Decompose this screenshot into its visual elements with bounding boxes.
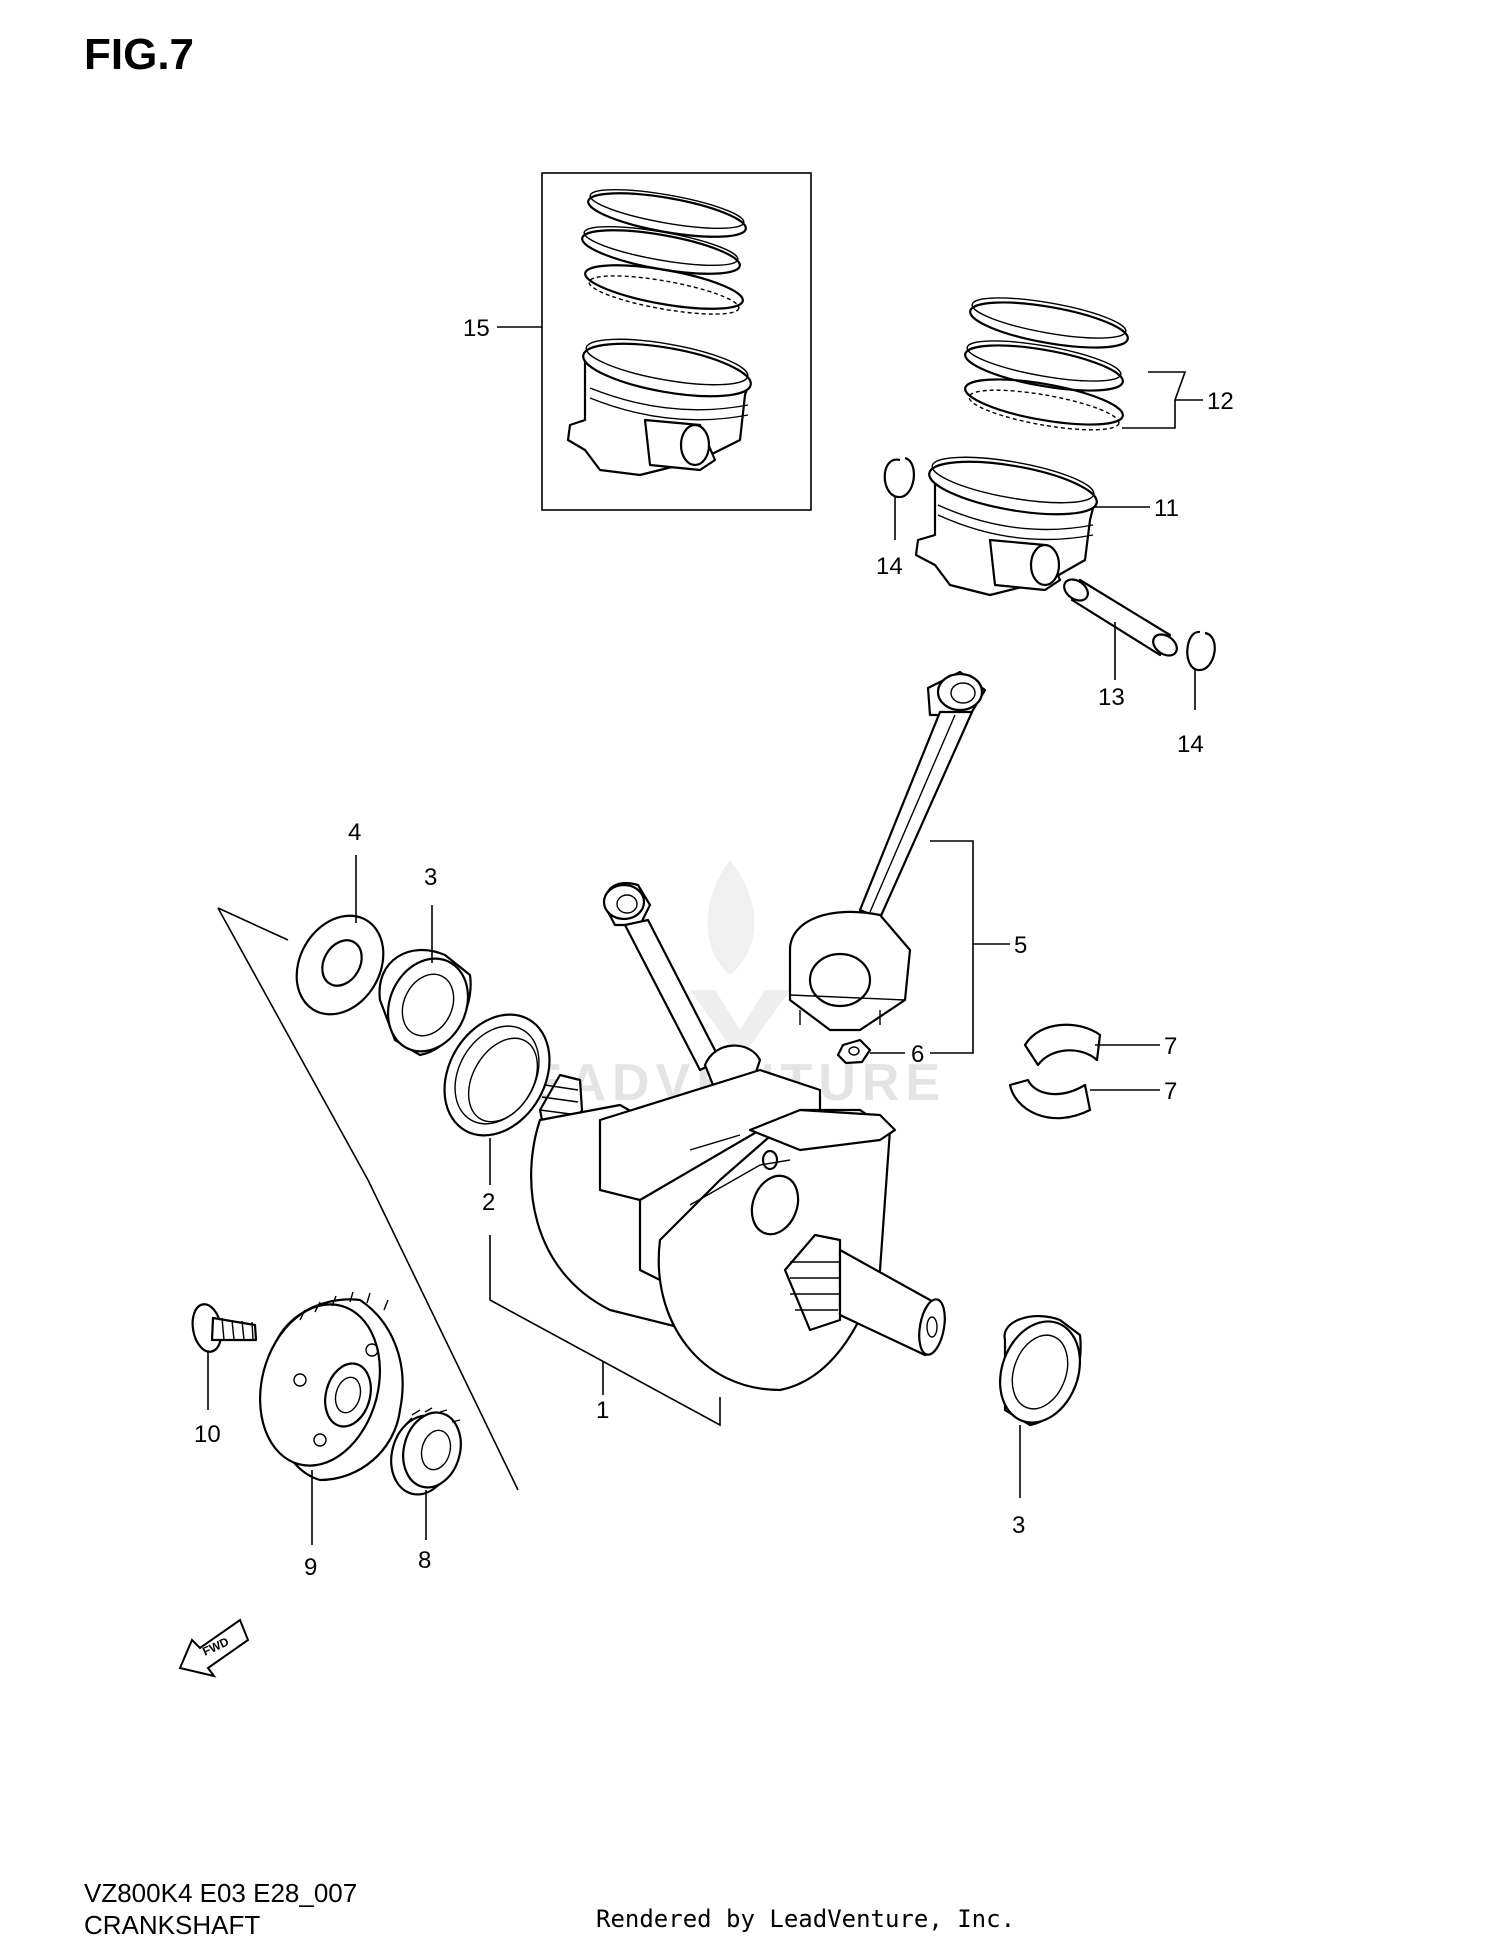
conrod-nut [836, 1038, 872, 1065]
piston-pin [1063, 578, 1178, 657]
callout-15: 15 [463, 315, 490, 342]
section-name: CRANKSHAFT [84, 1910, 261, 1940]
conrod-bearing-upper [1023, 1023, 1102, 1067]
callout-3-left: 3 [424, 864, 437, 891]
crankshaft-shim [443, 1013, 551, 1137]
callout-2: 2 [482, 1189, 495, 1216]
main-bearing-left [378, 949, 472, 1057]
callout-1: 1 [596, 1397, 609, 1424]
callout-11: 11 [1154, 495, 1179, 522]
callout-3-right: 3 [1012, 1512, 1025, 1539]
callout-8: 8 [418, 1547, 431, 1574]
callout-7-lower: 7 [1164, 1078, 1177, 1105]
callout-14-right: 14 [1177, 731, 1204, 758]
callout-10: 10 [194, 1421, 221, 1448]
thrust-washer [295, 914, 385, 1016]
piston-pin-circlip-left [883, 456, 915, 499]
model-code: VZ800K4 E03 E28_007 [84, 1878, 358, 1908]
figure-title: FIG.7 [84, 30, 195, 79]
callout-6: 6 [911, 1041, 924, 1068]
callout-13: 13 [1098, 684, 1125, 711]
callout-9: 9 [304, 1554, 317, 1581]
callout-7-upper: 7 [1164, 1033, 1177, 1060]
main-bearing-right [999, 1315, 1082, 1427]
piston-rings [964, 297, 1129, 431]
callout-4: 4 [348, 819, 361, 846]
conrod-bearing-lower [1008, 1078, 1092, 1120]
forward-direction-arrow: FWD [178, 1618, 250, 1678]
piston [914, 456, 1098, 597]
spur-gear [390, 1407, 462, 1496]
connecting-rod [788, 670, 987, 1032]
callout-14-left: 14 [876, 553, 903, 580]
callout-5: 5 [1014, 932, 1027, 959]
crankshaft [530, 881, 946, 1392]
bolt [191, 1303, 258, 1353]
piston-assembly-box [541, 172, 812, 511]
rendered-by-credit: Rendered by LeadVenture, Inc. [596, 1905, 1016, 1933]
primary-drive-gear [258, 1291, 404, 1482]
piston-pin-circlip-right [1186, 630, 1216, 672]
callout-12: 12 [1207, 388, 1234, 415]
